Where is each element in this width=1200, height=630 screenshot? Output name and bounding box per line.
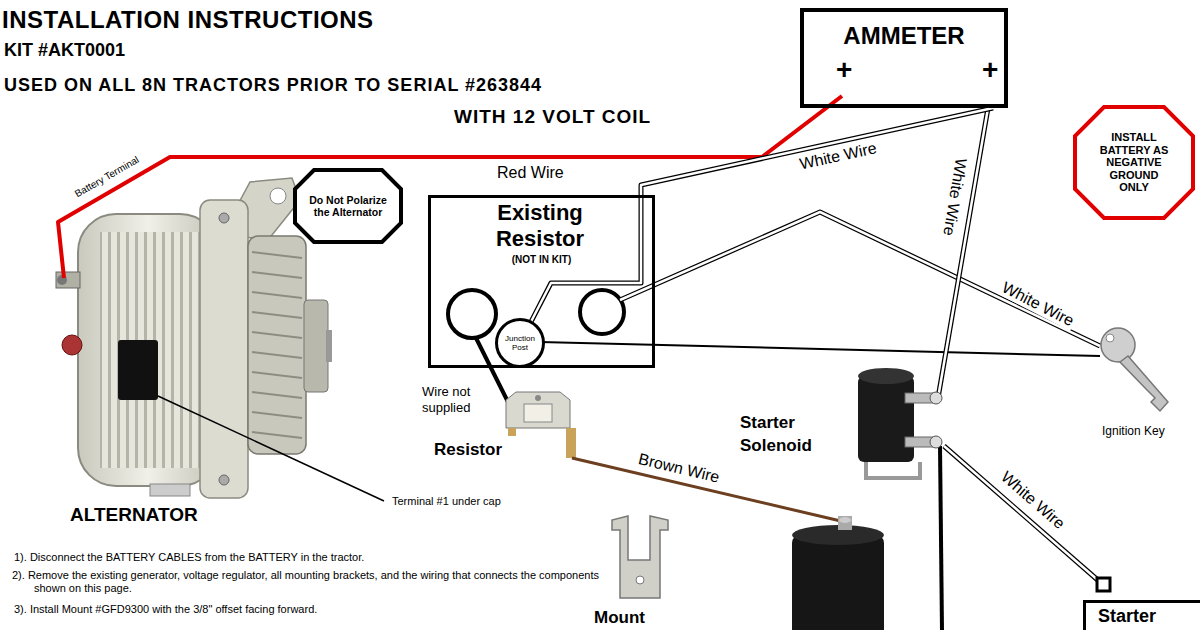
octagon-shape [1075, 107, 1193, 218]
ammeter-box: AMMETER + + [800, 8, 1008, 108]
black-wire [540, 342, 1100, 356]
wire-label: Brown Wire [635, 449, 724, 487]
white-wire [620, 212, 1100, 346]
white-wire [532, 108, 994, 321]
terminal-plus: + [982, 56, 998, 84]
part-name: ALTERNATOR [68, 504, 200, 527]
warning-octagon: INSTALL BATTERY AS NEGATIVE GROUND ONLY [1073, 105, 1195, 220]
leader-line [158, 396, 384, 501]
wire-label: Red Wire [495, 163, 566, 182]
red-wire [58, 96, 842, 278]
starter-label: Starter [1098, 607, 1156, 625]
coil-drawing [792, 516, 884, 630]
octagon-shape [295, 170, 401, 242]
alternator-drawing [56, 178, 332, 498]
starter-terminal [1097, 578, 1110, 591]
resistor-terminal [448, 290, 496, 338]
junction-post: Junction Post [495, 318, 545, 368]
white-wire [938, 108, 988, 398]
mount-drawing [612, 516, 668, 598]
terminal-plus: + [836, 56, 852, 84]
box-heading: Existing Resistor [465, 200, 615, 252]
wire-core [532, 108, 994, 321]
instruction-step: 2). Remove the existing generator, volta… [12, 569, 611, 595]
kit-number: KIT #AKT0001 [2, 40, 127, 62]
wire-note: Wire not supplied [420, 384, 486, 415]
starter-box: Starter [1083, 600, 1200, 630]
part-name: Mount [592, 608, 647, 628]
warning-text: Do Not Polarize the Alternator [304, 194, 392, 218]
callout-label: Terminal #1 under cap [390, 495, 503, 508]
instruction-step: 1). Disconnect the BATTERY CABLES from t… [12, 551, 606, 564]
diagram-title: INSTALLATION INSTRUCTIONS [2, 6, 374, 34]
resistor-drawing [506, 392, 576, 458]
ammeter-title: AMMETER [804, 22, 1004, 50]
black-wire [940, 446, 942, 630]
instruction-step: 3). Install Mount #GFD9300 with the 3/8"… [12, 603, 606, 616]
solenoid-drawing [858, 368, 942, 478]
key-drawing [1101, 328, 1168, 411]
warning-text: INSTALL BATTERY AS NEGATIVE GROUND ONLY [1097, 131, 1171, 194]
resistor-box: Existing Resistor (NOT IN KIT) Junction Po… [428, 195, 655, 368]
white-wire [944, 446, 1100, 582]
coil-note: WITH 12 VOLT COIL [452, 106, 653, 129]
warning-octagon: Do Not Polarize the Alternator [293, 168, 403, 244]
part-name: Starter Solenoid [738, 412, 842, 458]
part-name: Ignition Key [1100, 424, 1167, 438]
post-label: Junction Post [502, 334, 538, 352]
resistor-terminal [580, 290, 624, 334]
usage-note: USED ON ALL 8N TRACTORS PRIOR TO SERIAL … [2, 75, 544, 97]
box-note: (NOT IN KIT) [431, 254, 652, 266]
part-name: Resistor [432, 440, 504, 460]
wire-outline [532, 108, 994, 321]
